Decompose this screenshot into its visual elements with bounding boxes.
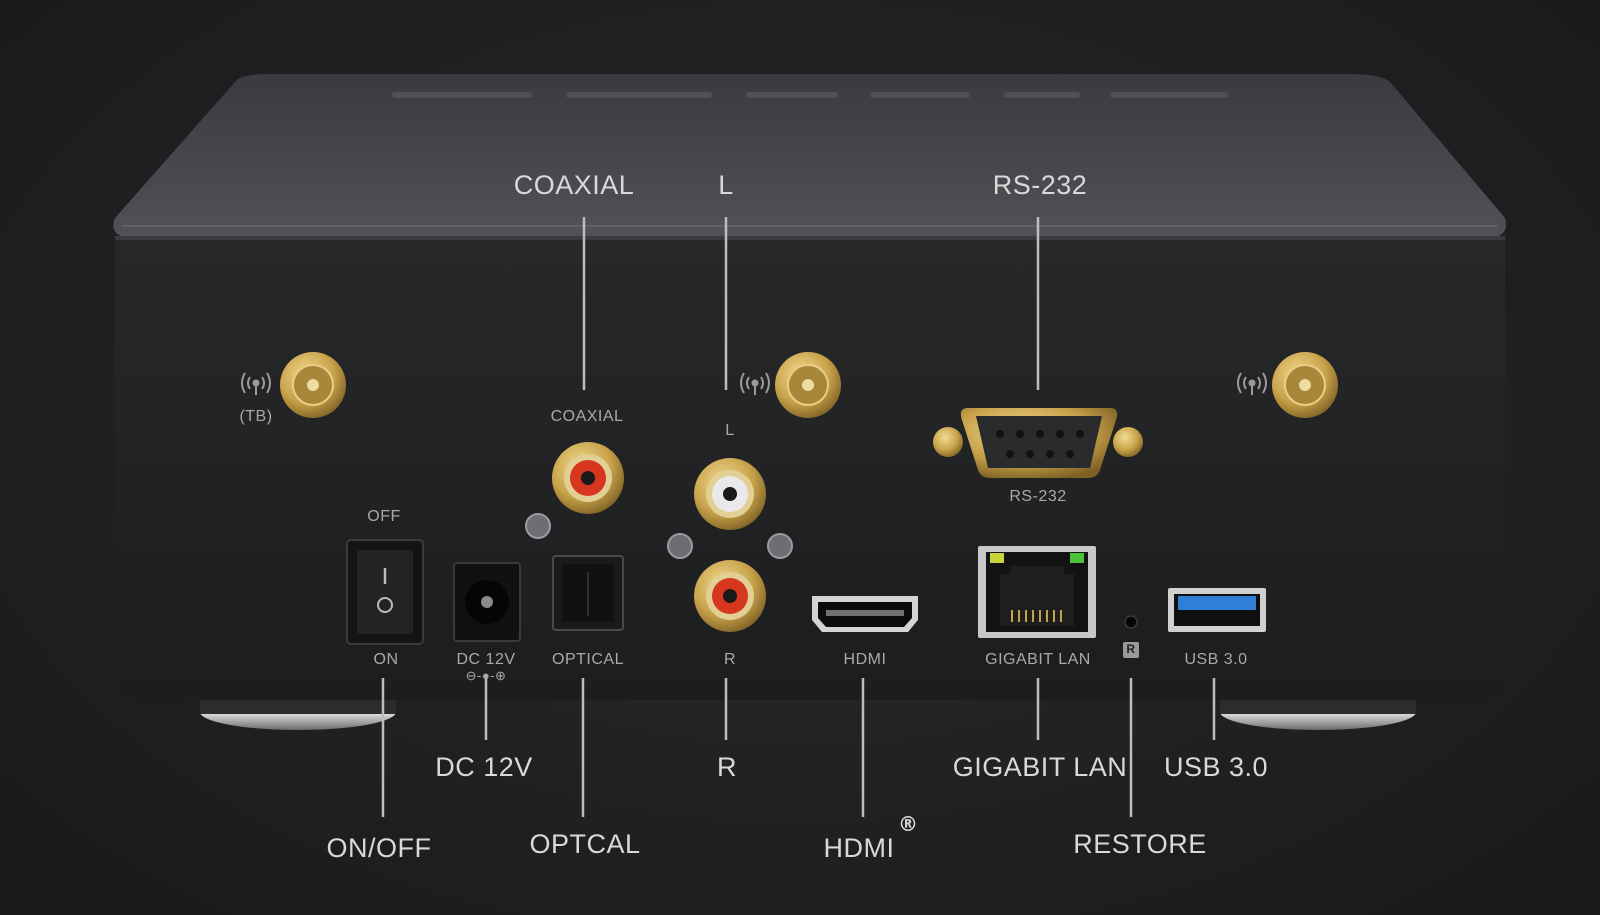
panel-label-coaxial: COAXIAL bbox=[550, 408, 624, 425]
coaxial-rca-jack bbox=[552, 442, 624, 514]
panel-label-off: OFF bbox=[367, 508, 401, 525]
power-rocker-switch bbox=[346, 539, 424, 645]
panel-label-hdmi: HDMI bbox=[843, 651, 887, 668]
callout-hdmi: HDMI bbox=[823, 833, 895, 863]
panel-label-dc12v: DC 12V bbox=[456, 651, 516, 668]
left-rca-jack bbox=[694, 458, 766, 530]
device-top bbox=[113, 74, 1507, 238]
panel-label-optical: OPTICAL bbox=[552, 651, 624, 668]
device-feet bbox=[200, 694, 1416, 730]
callout-gigabit-lan: GIGABIT LAN bbox=[952, 752, 1128, 782]
right-rca-jack bbox=[694, 560, 766, 632]
panel-label-rs232: RS-232 bbox=[1009, 488, 1067, 505]
callout-restore: RESTORE bbox=[1073, 829, 1207, 859]
callout-dc12v: DC 12V bbox=[435, 752, 533, 782]
panel-label-on: ON bbox=[373, 651, 399, 668]
panel-label-bt: (TB) bbox=[239, 408, 273, 425]
device-rear-panel bbox=[115, 236, 1505, 700]
callout-left-channel: L bbox=[718, 170, 734, 200]
antenna-connector-center bbox=[775, 352, 841, 418]
callout-rs232: RS-232 bbox=[992, 170, 1088, 200]
callout-coaxial: COAXIAL bbox=[513, 170, 635, 200]
panel-label-gigabit-lan: GIGABIT LAN bbox=[985, 651, 1091, 668]
hdmi-port bbox=[812, 596, 918, 632]
antenna-connector-right bbox=[1272, 352, 1338, 418]
wireless-signal-icon bbox=[740, 372, 770, 395]
callout-right-channel: R bbox=[717, 752, 737, 782]
panel-label-usb30: USB 3.0 bbox=[1184, 651, 1248, 668]
top-markings bbox=[392, 92, 1228, 98]
optical-toslink-port bbox=[552, 555, 624, 631]
panel-label-left: L bbox=[725, 422, 735, 439]
callout-on-off: ON/OFF bbox=[326, 833, 432, 863]
dc-power-jack bbox=[453, 562, 521, 642]
panel-label-polarity: ⊖-●-⊕ bbox=[465, 668, 507, 683]
wireless-signal-icon bbox=[241, 372, 271, 395]
wireless-signal-icon bbox=[1237, 372, 1267, 395]
registered-mark: ® bbox=[898, 812, 918, 836]
callout-optical: OPTCAL bbox=[529, 829, 641, 859]
restore-pinhole bbox=[1123, 615, 1139, 658]
rs232-port bbox=[933, 408, 1143, 478]
callout-leader-lines bbox=[381, 217, 1216, 817]
panel-label-right: R bbox=[723, 651, 737, 668]
ethernet-port-icon bbox=[978, 546, 1096, 638]
antenna-connector-bt bbox=[280, 352, 346, 418]
panel-label-restore-badge: R bbox=[1126, 642, 1136, 656]
panel-screws bbox=[525, 513, 793, 559]
callout-usb30: USB 3.0 bbox=[1163, 752, 1269, 782]
usb-port-icon bbox=[1168, 588, 1266, 632]
